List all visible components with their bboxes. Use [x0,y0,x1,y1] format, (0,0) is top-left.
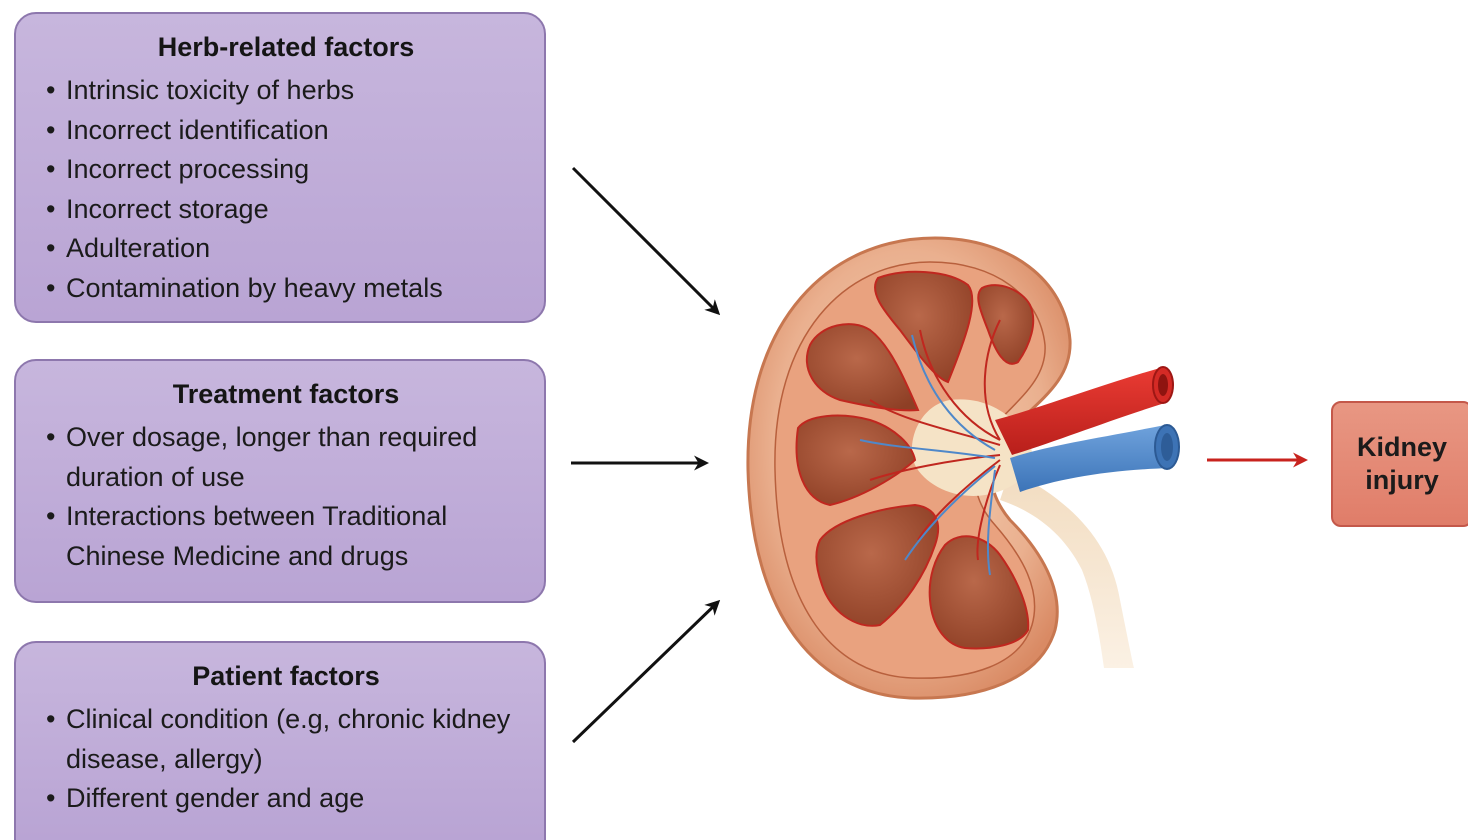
renal-artery-lumen [1158,374,1168,396]
herb-arrow [573,168,718,313]
patient-arrow [573,602,718,742]
renal-vein-lumen [1161,433,1173,461]
kidney-injury-box: Kidney injury [1331,401,1468,527]
kidney-illustration [748,238,1179,698]
